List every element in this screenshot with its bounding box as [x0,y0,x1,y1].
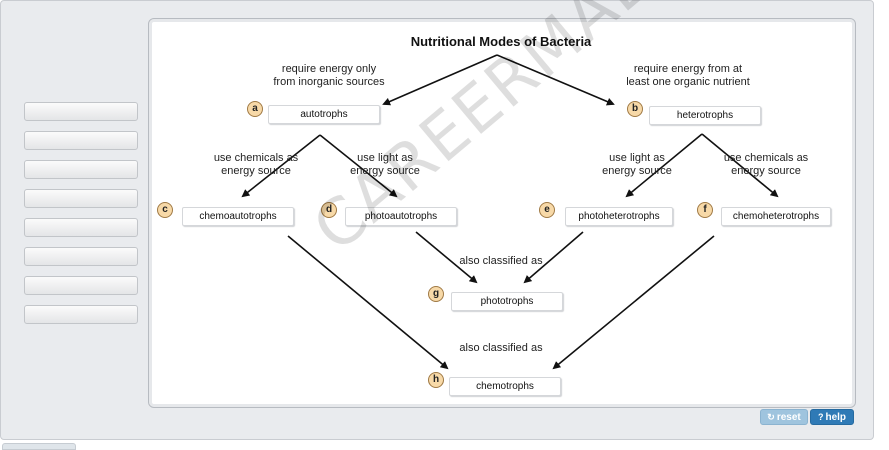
label-hetero-light: use light as energy source [582,152,692,178]
bank-slot[interactable] [24,218,138,237]
arrow-title-to-autotrophs [382,54,498,106]
label-auto-light: use light as energy source [330,152,440,178]
bank-slot[interactable] [24,160,138,179]
badge-a: a [247,101,263,117]
bank-slot[interactable] [24,102,138,121]
bank-slot[interactable] [24,305,138,324]
arrow-photoheterotrophs-to-phototrophs [523,231,584,284]
badge-h: h [428,372,444,388]
badge-g: g [428,286,444,302]
arrow-title-to-heterotrophs [496,54,615,106]
reset-label: reset [776,412,801,423]
label-auto-chemicals: use chemicals as energy source [196,152,316,178]
label-line: energy source [221,165,291,177]
node-chemoheterotrophs[interactable]: chemoheterotrophs [721,207,831,226]
label-also-phototrophs: also classified as [459,255,543,267]
bank-slot[interactable] [24,131,138,150]
arrow-chemoautotrophs-to-chemotrophs [287,235,449,370]
label-line: use chemicals as [723,152,809,164]
label-line: require energy from at [633,63,743,75]
node-photoautotrophs[interactable]: photoautotrophs [345,207,457,226]
badge-d: d [321,202,337,218]
node-heterotrophs[interactable]: heterotrophs [649,106,761,125]
arrow-heterotrophs-to-photoheterotrophs [625,133,703,198]
bottom-tab[interactable] [2,443,76,450]
arrow-photoautotrophs-to-phototrophs [415,231,478,284]
help-label: help [825,412,847,423]
help-icon: ? [817,412,824,422]
badge-e: e [539,202,555,218]
label-line: least one organic nutrient [626,76,750,88]
label-line: use light as [357,152,413,164]
node-photoheterotrophs[interactable]: photoheterotrophs [565,207,673,226]
reset-icon: ↻ [767,412,775,422]
node-chemotrophs[interactable]: chemotrophs [449,377,561,396]
node-chemoautotrophs[interactable]: chemoautotrophs [182,207,294,226]
label-line: from inorganic sources [273,76,385,88]
label-also-chemotrophs: also classified as [459,342,543,354]
label-line: use chemicals as [213,152,299,164]
label-line: energy source [602,165,672,177]
bank-slot[interactable] [24,276,138,295]
arrow-heterotrophs-to-chemoheterotrophs [701,133,779,198]
node-phototrophs[interactable]: phototrophs [451,292,563,311]
badge-f: f [697,202,713,218]
label-organic-nutrient: require energy from at least one organic… [590,63,786,89]
diagram-title: Nutritional Modes of Bacteria [410,34,592,49]
node-autotrophs[interactable]: autotrophs [268,105,380,124]
label-inorganic-energy: require energy only from inorganic sourc… [236,63,422,89]
label-line: require energy only [281,63,377,75]
label-hetero-chemicals: use chemicals as energy source [706,152,826,178]
bank-slot[interactable] [24,247,138,266]
reset-button[interactable]: ↻reset [760,409,808,425]
label-line: use light as [609,152,665,164]
label-line: energy source [350,165,420,177]
bank-slot[interactable] [24,189,138,208]
arrow-chemoheterotrophs-to-chemotrophs [552,235,715,370]
arrow-autotrophs-to-photoautotrophs [319,134,398,198]
badge-b: b [627,101,643,117]
badge-c: c [157,202,173,218]
help-button[interactable]: ?help [810,409,854,425]
arrow-autotrophs-to-chemoautotrophs [241,134,321,198]
label-line: energy source [731,165,801,177]
